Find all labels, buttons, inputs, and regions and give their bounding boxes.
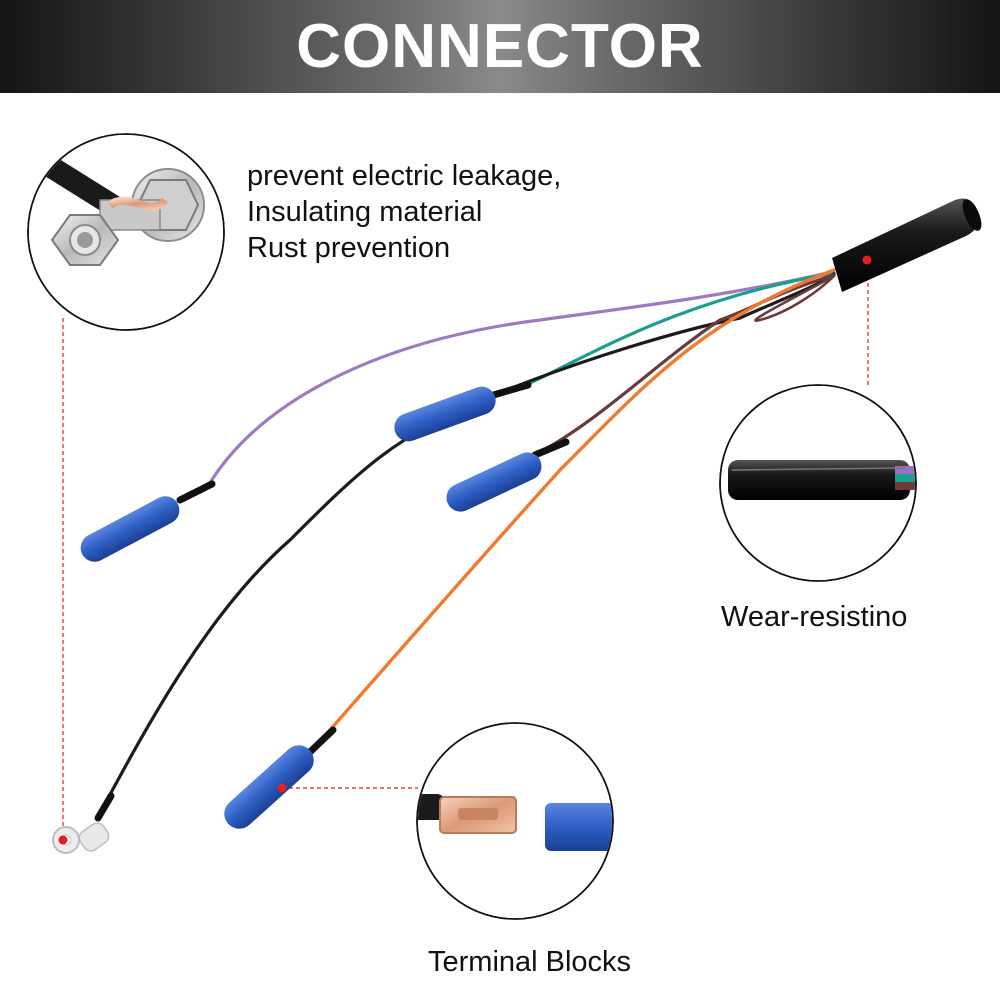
terminal-cap-orange xyxy=(224,745,314,829)
wire-black xyxy=(495,272,836,396)
page-title: CONNECTOR xyxy=(296,12,704,81)
marker-dots xyxy=(58,255,872,845)
shrink-ends xyxy=(94,381,570,822)
terminal-callout xyxy=(416,722,614,920)
leader-lines xyxy=(62,262,869,840)
terminal-cap-teal xyxy=(394,386,496,442)
main-sleeve xyxy=(832,198,982,292)
bolt-callout xyxy=(27,133,225,331)
wires xyxy=(97,268,836,817)
terminal-cap-purple xyxy=(80,496,180,562)
terminal-caps xyxy=(80,386,542,829)
feature-line-insulating: Insulating material xyxy=(247,196,483,228)
feature-list: prevent electric leakage, Insulating mat… xyxy=(247,158,561,266)
wire-orange xyxy=(328,268,836,732)
wire-brown-loop xyxy=(754,274,836,322)
tube-callout xyxy=(719,384,917,582)
wear-resistant-label: Wear-resistino xyxy=(721,601,908,633)
feature-line-rust: Rust prevention xyxy=(247,232,451,264)
wire-purple xyxy=(206,270,834,488)
title-banner: CONNECTOR xyxy=(0,0,1000,93)
feature-line-leakage: prevent electric leakage, xyxy=(247,160,562,192)
terminal-cap-brown xyxy=(446,452,542,512)
terminal-blocks-label: Terminal Blocks xyxy=(428,946,632,978)
